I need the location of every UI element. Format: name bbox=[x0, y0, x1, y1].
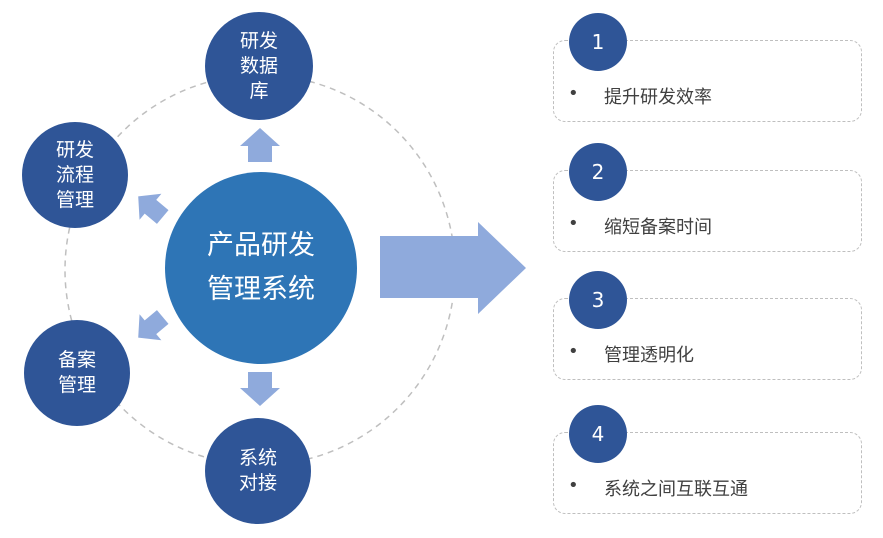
bullet: • bbox=[568, 475, 579, 496]
benefit-card-4: • 系统之间互联互通 bbox=[553, 432, 862, 514]
benefit-card-3: • 管理透明化 bbox=[553, 298, 862, 380]
node-rd-database: 研发 数据 库 bbox=[205, 12, 313, 120]
benefit-text: 系统之间互联互通 bbox=[604, 479, 748, 500]
bullet: • bbox=[568, 83, 579, 104]
number-badge-1: 1 bbox=[569, 13, 627, 71]
big-right-arrow-icon bbox=[380, 222, 526, 314]
arrow-down-icon bbox=[240, 372, 280, 406]
center-node: 产品研发 管理系统 bbox=[165, 172, 357, 364]
bullet: • bbox=[568, 341, 579, 362]
node-rd-process: 研发 流程 管理 bbox=[22, 122, 128, 228]
number-badge-4: 4 bbox=[569, 405, 627, 463]
benefit-card-1: • 提升研发效率 bbox=[553, 40, 862, 122]
arrow-up-icon bbox=[240, 128, 280, 162]
arrow-upleft-icon bbox=[138, 193, 169, 224]
number-badge-3: 3 bbox=[569, 271, 627, 329]
node-filing: 备案 管理 bbox=[24, 320, 130, 426]
node-integration: 系统 对接 bbox=[205, 418, 311, 524]
arrow-downleft-icon bbox=[138, 310, 169, 341]
benefit-text: 提升研发效率 bbox=[604, 87, 712, 108]
number-badge-2: 2 bbox=[569, 143, 627, 201]
benefit-text: 缩短备案时间 bbox=[604, 217, 712, 238]
benefit-card-2: • 缩短备案时间 bbox=[553, 170, 862, 252]
benefit-text: 管理透明化 bbox=[604, 345, 694, 366]
bullet: • bbox=[568, 213, 579, 234]
